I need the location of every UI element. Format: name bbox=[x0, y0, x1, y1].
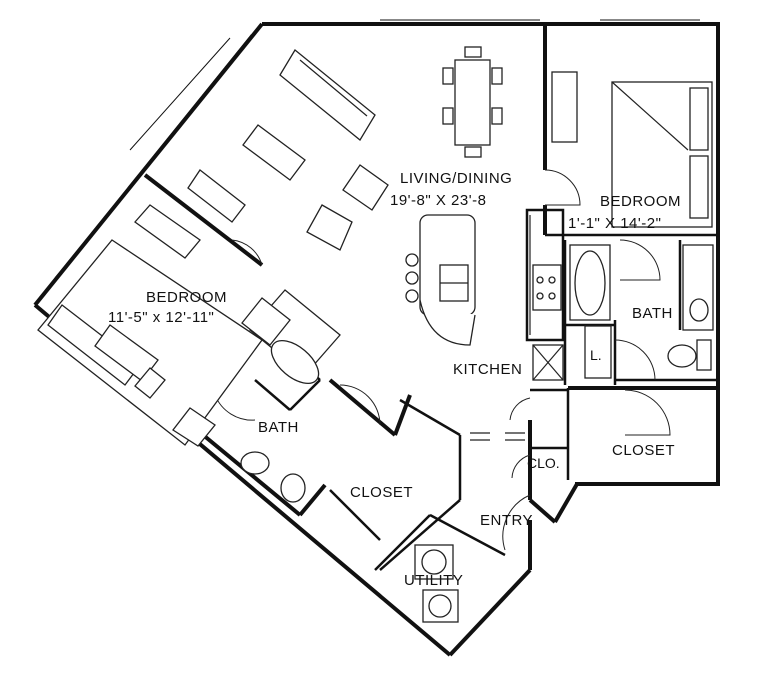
sofa bbox=[279, 49, 376, 141]
bath-left-label: BATH bbox=[258, 419, 299, 436]
bed-right bbox=[551, 71, 713, 228]
entry-label: ENTRY bbox=[480, 512, 533, 529]
kitchen-appliances bbox=[532, 264, 564, 381]
bedroom-left-dims: 11'-5" x 12'-11" bbox=[108, 309, 214, 326]
windows bbox=[54, 19, 700, 279]
kitchen-label: KITCHEN bbox=[453, 361, 522, 378]
bedroom-left-label: BEDROOM bbox=[146, 289, 227, 306]
living-dining-dims: 19'-8" X 23'-8 bbox=[390, 192, 486, 209]
bed-left bbox=[37, 204, 263, 446]
bedroom-right-dims: 1'-1" X 14'-2" bbox=[568, 215, 661, 232]
bath-right-fixtures bbox=[569, 244, 714, 379]
bath-left-fixtures bbox=[172, 289, 341, 503]
living-dining-label: LIVING/DINING bbox=[400, 170, 512, 187]
clo-label: CLO. bbox=[527, 455, 560, 471]
coffee-table bbox=[242, 124, 306, 181]
armchairs bbox=[187, 164, 389, 251]
linen-label: L. bbox=[590, 347, 602, 363]
bedroom-right-label: BEDROOM bbox=[600, 193, 681, 210]
washer-dryer bbox=[414, 544, 459, 623]
kitchen-island bbox=[405, 214, 476, 346]
exterior-walls bbox=[33, 22, 720, 657]
closet-left-label: CLOSET bbox=[350, 484, 413, 501]
dining-table bbox=[442, 46, 503, 158]
bath-right-label: BATH bbox=[632, 305, 673, 322]
closet-right-label: CLOSET bbox=[612, 442, 675, 459]
utility-label: UTILITY bbox=[404, 572, 463, 589]
